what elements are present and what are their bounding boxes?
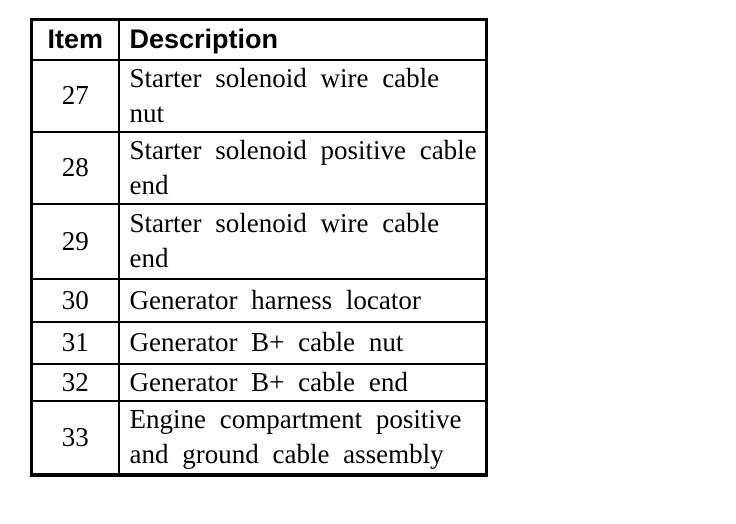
item-number: 31 <box>30 320 120 365</box>
item-description: Generator B+ cable nut <box>117 320 488 365</box>
table-row: 28 Starter solenoid positive cable end <box>30 130 488 205</box>
column-header-item: Item <box>30 18 120 61</box>
item-number: 27 <box>30 58 120 133</box>
item-number: 33 <box>30 399 120 476</box>
item-number: 30 <box>30 277 120 323</box>
table-row: 30 Generator harness locator <box>30 277 488 323</box>
table-row: 29 Starter solenoid wire cable end <box>30 202 488 280</box>
item-description: Starter solenoid positive cable end <box>117 130 488 205</box>
header-row: Item Description <box>30 18 488 61</box>
item-description: Generator B+ cable end <box>117 362 488 402</box>
item-number: 32 <box>30 362 120 402</box>
item-description: Starter solenoid wire cable end <box>117 202 488 280</box>
item-description: Engine compartment positive and ground c… <box>117 399 488 476</box>
table-row: 31 Generator B+ cable nut <box>30 320 488 365</box>
table-row: 27 Starter solenoid wire cable nut <box>30 58 488 133</box>
column-header-description: Description <box>117 18 488 61</box>
parts-table: Item Description 27 Starter solenoid wir… <box>30 18 488 477</box>
item-number: 29 <box>30 202 120 280</box>
item-number: 28 <box>30 130 120 205</box>
item-description: Generator harness locator <box>117 277 488 323</box>
table-row: 32 Generator B+ cable end <box>30 362 488 402</box>
item-description: Starter solenoid wire cable nut <box>117 58 488 133</box>
table-row: 33 Engine compartment positive and groun… <box>30 399 488 476</box>
